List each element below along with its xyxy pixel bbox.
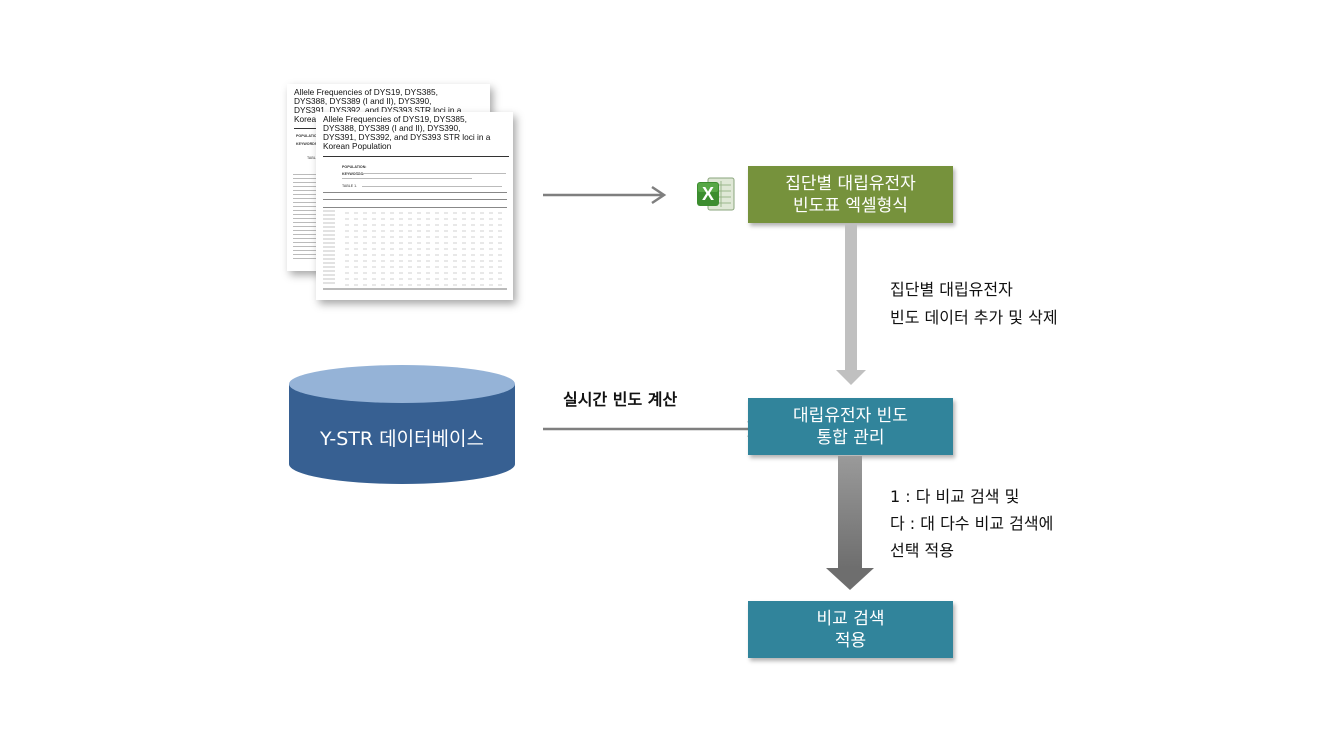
label-add-delete-line: 빈도 데이터 추가 및 삭제 xyxy=(890,308,1058,327)
paper-table-grid xyxy=(323,210,507,290)
label-compare-option-line: 선택 적용 xyxy=(890,541,954,560)
excel-icon-letter: X xyxy=(701,184,714,204)
label-compare-option-line: 다 : 대 다수 비교 검색에 xyxy=(890,514,1054,533)
paper-title-line: DYS388, DYS389 (I and II), DYS390, xyxy=(294,96,432,106)
box-line: 비교 검색 xyxy=(816,608,885,629)
paper-table-rule xyxy=(323,207,507,208)
box-line: 적용 xyxy=(834,630,867,651)
paper-table-label: TABLE 1. xyxy=(342,184,358,188)
label-compare-option-line: 1 : 다 비교 검색 및 xyxy=(890,487,1020,506)
paper-population-label: POPULATION: xyxy=(342,165,367,169)
box-line: 통합 관리 xyxy=(816,427,885,448)
paper-title-line: Allele Frequencies of DYS19, DYS385, xyxy=(323,114,467,124)
paper-keywords-label: KEYWORDS: xyxy=(296,142,319,146)
paper-title-line: DYS388, DYS389 (I and II), DYS390, xyxy=(323,123,461,133)
box-line: 집단별 대립유전자 xyxy=(785,173,916,194)
paper-title-line: Allele Frequencies of DYS19, DYS385, xyxy=(294,87,438,97)
box-line: 대립유전자 빈도 xyxy=(793,405,908,426)
excel-icon: X xyxy=(694,172,738,216)
paper-table-rule xyxy=(323,199,507,200)
label-realtime-calculation: 실시간 빈도 계산 xyxy=(563,390,678,409)
paper-title-line: DYS391, DYS392, and DYS393 STR loci in a xyxy=(323,132,491,142)
paper-population-label: POPULATION: xyxy=(296,134,321,138)
paper-keywords-label: KEYWORDS: xyxy=(342,172,365,176)
label-add-delete-line: 집단별 대립유전자 xyxy=(890,280,1013,299)
database-cylinder-icon xyxy=(289,365,515,484)
paper-title-line: Korean Population xyxy=(323,141,392,151)
paper-title-line: DYS391, DYS392, and DYS393 STR loci in a xyxy=(294,105,462,115)
arrow-excel-to-integrated xyxy=(836,224,866,385)
paper-line xyxy=(356,173,506,174)
excel-frequency-table-box: 집단별 대립유전자 빈도표 엑셀형식 xyxy=(748,166,953,223)
paper-line xyxy=(342,178,472,179)
paper-line xyxy=(362,186,502,187)
paper-rule xyxy=(323,156,509,157)
journal-page-front: Allele Frequencies of DYS19, DYS385, DYS… xyxy=(316,112,513,300)
paper-table-lines xyxy=(293,174,318,262)
paper-table-label: TABLE 1. xyxy=(307,156,323,160)
compare-search-box: 비교 검색 적용 xyxy=(748,601,953,658)
database-label: Y-STR 데이터베이스 xyxy=(320,428,484,450)
box-line: 빈도표 엑셀형식 xyxy=(793,195,908,216)
paper-table-rule xyxy=(323,192,507,193)
arrow-db-to-integrated xyxy=(543,419,763,439)
integrated-management-box: 대립유전자 빈도 통합 관리 xyxy=(748,398,953,455)
arrow-integrated-to-compare xyxy=(826,456,874,590)
arrow-papers-to-excel xyxy=(543,185,667,205)
